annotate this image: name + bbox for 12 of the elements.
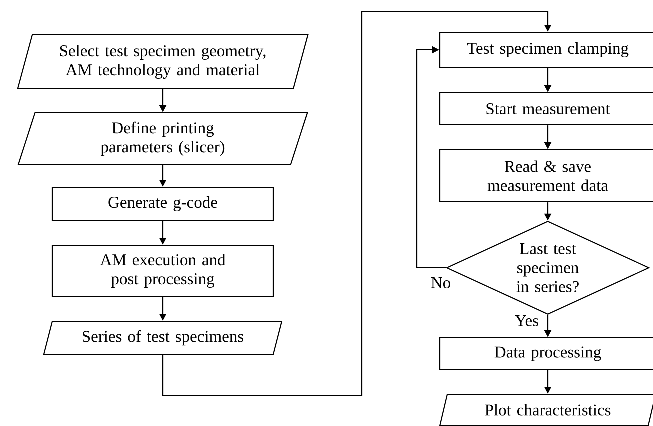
process-box: Test specimen clamping xyxy=(439,32,653,68)
process-box: Start measurement xyxy=(439,92,653,126)
io-parallelogram: Series of test specimens xyxy=(43,320,283,356)
arrow xyxy=(162,11,552,397)
process-box: AM execution and post processing xyxy=(52,244,274,298)
process-box: Generate g-code xyxy=(52,186,274,222)
process-box: Data processing xyxy=(439,337,653,371)
io-parallelogram: Define printing parameters (slicer) xyxy=(18,112,308,166)
arrow xyxy=(416,46,446,269)
process-box: Read & save measurement data xyxy=(439,149,653,203)
edge-label: Yes xyxy=(514,314,540,328)
io-parallelogram: Select test specimen geometry, AM technology and material xyxy=(17,34,309,90)
